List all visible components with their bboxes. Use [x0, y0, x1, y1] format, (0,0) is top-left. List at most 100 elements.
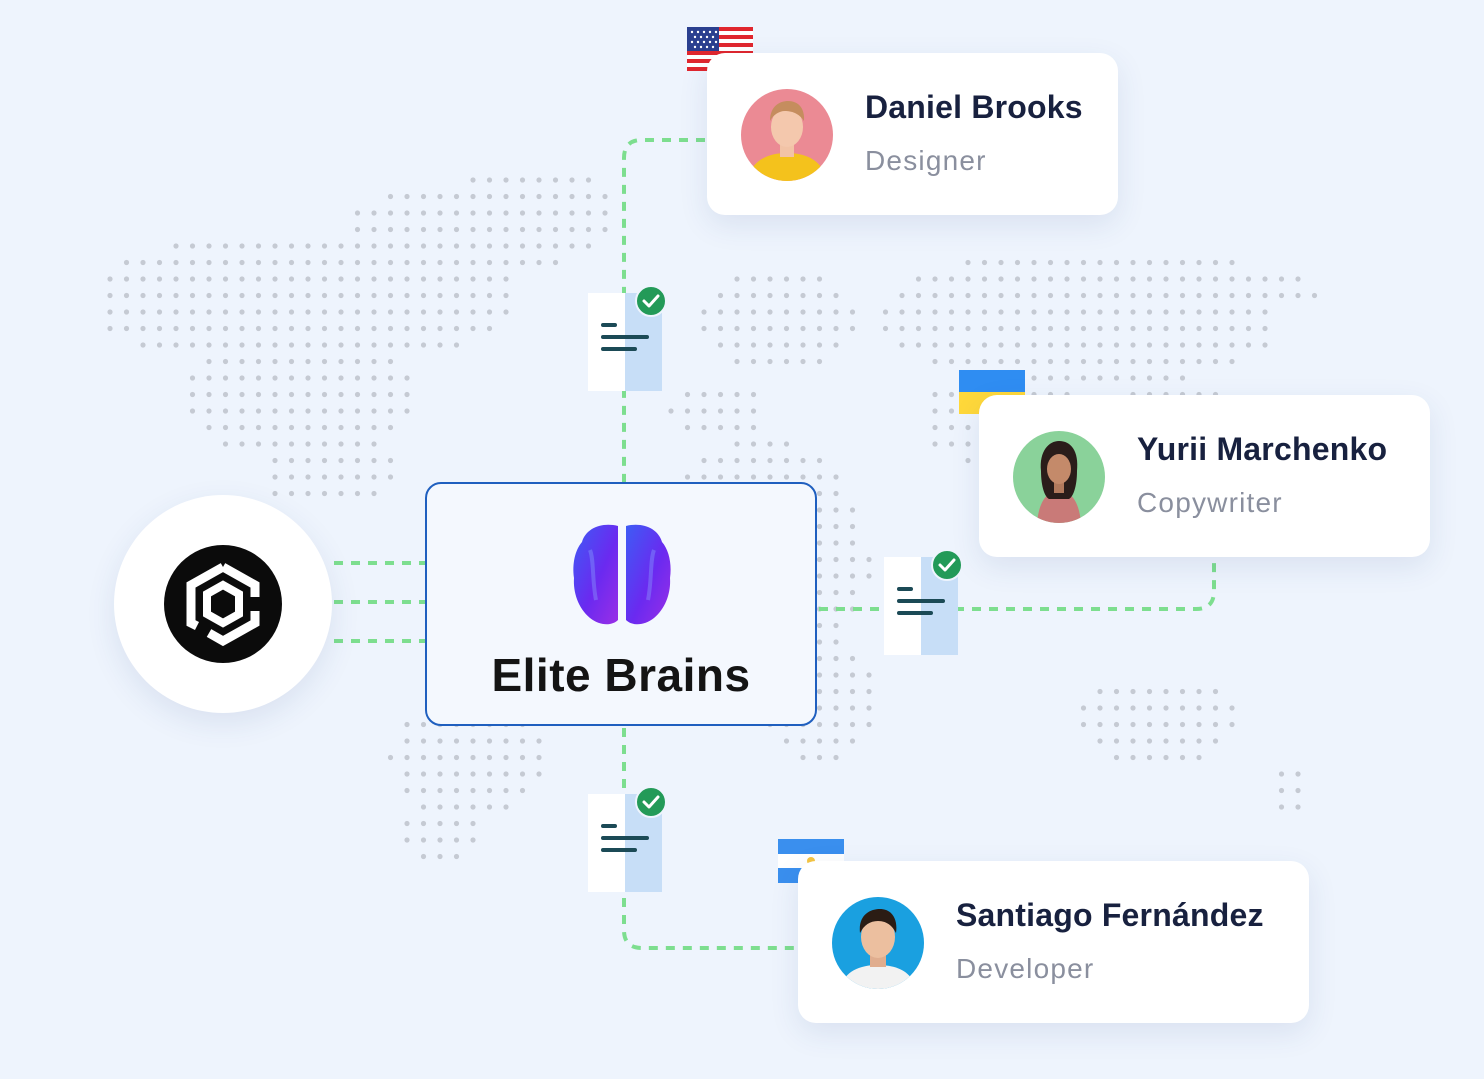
map-dot: [453, 325, 460, 332]
map-dot: [288, 358, 295, 365]
map-dot: [404, 210, 410, 216]
map-dot: [998, 358, 1004, 365]
map-dot: [321, 375, 328, 381]
map-dot: [800, 292, 806, 299]
map-dot: [1196, 259, 1202, 266]
map-dot: [833, 540, 839, 546]
map-dot: [849, 540, 856, 546]
map-dot: [338, 325, 344, 332]
map-dot: [1113, 705, 1120, 711]
avatar: [832, 897, 924, 989]
map-dot: [272, 474, 278, 480]
map-dot: [420, 853, 427, 860]
map-dot: [453, 804, 460, 810]
map-dot: [354, 408, 361, 414]
map-dot: [354, 325, 361, 332]
map-dot: [420, 193, 427, 200]
map-dot: [684, 391, 691, 398]
map-dot: [354, 276, 361, 282]
map-dot: [1196, 292, 1202, 299]
map-dot: [965, 325, 971, 332]
map-dot: [965, 358, 971, 365]
map-dot: [519, 738, 526, 744]
map-dot: [734, 441, 740, 447]
map-dot: [849, 507, 856, 513]
map-dot: [833, 672, 839, 678]
map-dot: [486, 243, 493, 249]
map-dot: [1262, 325, 1268, 332]
map-dot: [140, 259, 146, 266]
map-dot: [849, 556, 856, 563]
map-dot: [437, 804, 443, 810]
map-dot: [1229, 705, 1235, 711]
map-dot: [222, 276, 229, 282]
map-dot: [288, 243, 295, 249]
map-dot: [1097, 276, 1103, 282]
map-dot: [701, 424, 707, 431]
map-dot: [1031, 375, 1037, 381]
map-dot: [948, 358, 955, 365]
map-dot: [371, 243, 377, 249]
map-dot: [915, 309, 922, 315]
map-dot: [1031, 259, 1037, 266]
map-dot: [965, 259, 971, 266]
map-dot: [1196, 705, 1202, 711]
map-dot: [437, 193, 443, 200]
map-dot: [866, 672, 872, 678]
map-dot: [536, 754, 542, 761]
map-dot: [1146, 342, 1153, 348]
map-dot: [932, 276, 938, 282]
map-dot: [1047, 325, 1054, 332]
map-dot: [816, 622, 823, 629]
map-dot: [255, 342, 262, 348]
map-dot: [915, 342, 922, 348]
map-dot: [915, 276, 922, 282]
map-dot: [1262, 342, 1268, 348]
map-dot: [371, 474, 377, 480]
map-dot: [1163, 721, 1169, 728]
map-dot: [750, 457, 757, 464]
map-dot: [206, 243, 212, 249]
map-dot: [1113, 375, 1120, 381]
map-dot: [387, 259, 394, 266]
map-dot: [1031, 292, 1037, 299]
map-dot: [321, 408, 328, 414]
map-dot: [833, 754, 839, 761]
map-dot: [387, 193, 394, 200]
map-dot: [734, 408, 740, 414]
map-dot: [915, 292, 922, 299]
map-dot: [1295, 771, 1301, 777]
map-dot: [948, 309, 955, 315]
map-dot: [800, 276, 806, 282]
map-dot: [437, 325, 443, 332]
map-dot: [1163, 342, 1169, 348]
map-dot: [272, 243, 278, 249]
map-dot: [371, 375, 377, 381]
map-dot: [288, 490, 295, 497]
map-dot: [305, 342, 311, 348]
map-dot: [750, 408, 757, 414]
map-dot: [684, 408, 691, 414]
map-dot: [503, 210, 509, 216]
map-dot: [734, 457, 740, 464]
map-dot: [948, 424, 955, 431]
map-dot: [503, 177, 509, 183]
map-dot: [354, 490, 361, 497]
map-dot: [272, 424, 278, 431]
map-dot: [981, 292, 988, 299]
map-dot: [404, 771, 410, 777]
map-dot: [404, 342, 410, 348]
map-dot: [255, 358, 262, 365]
map-dot: [503, 787, 509, 794]
map-dot: [1113, 688, 1120, 695]
avatar: [1013, 431, 1105, 523]
map-dot: [1229, 721, 1235, 728]
map-dot: [338, 309, 344, 315]
hub-title: Elite Brains: [491, 649, 751, 701]
map-dot: [486, 259, 493, 266]
map-dot: [420, 738, 427, 744]
map-dot: [1014, 309, 1021, 315]
map-dot: [420, 259, 427, 266]
map-dot: [833, 474, 839, 480]
